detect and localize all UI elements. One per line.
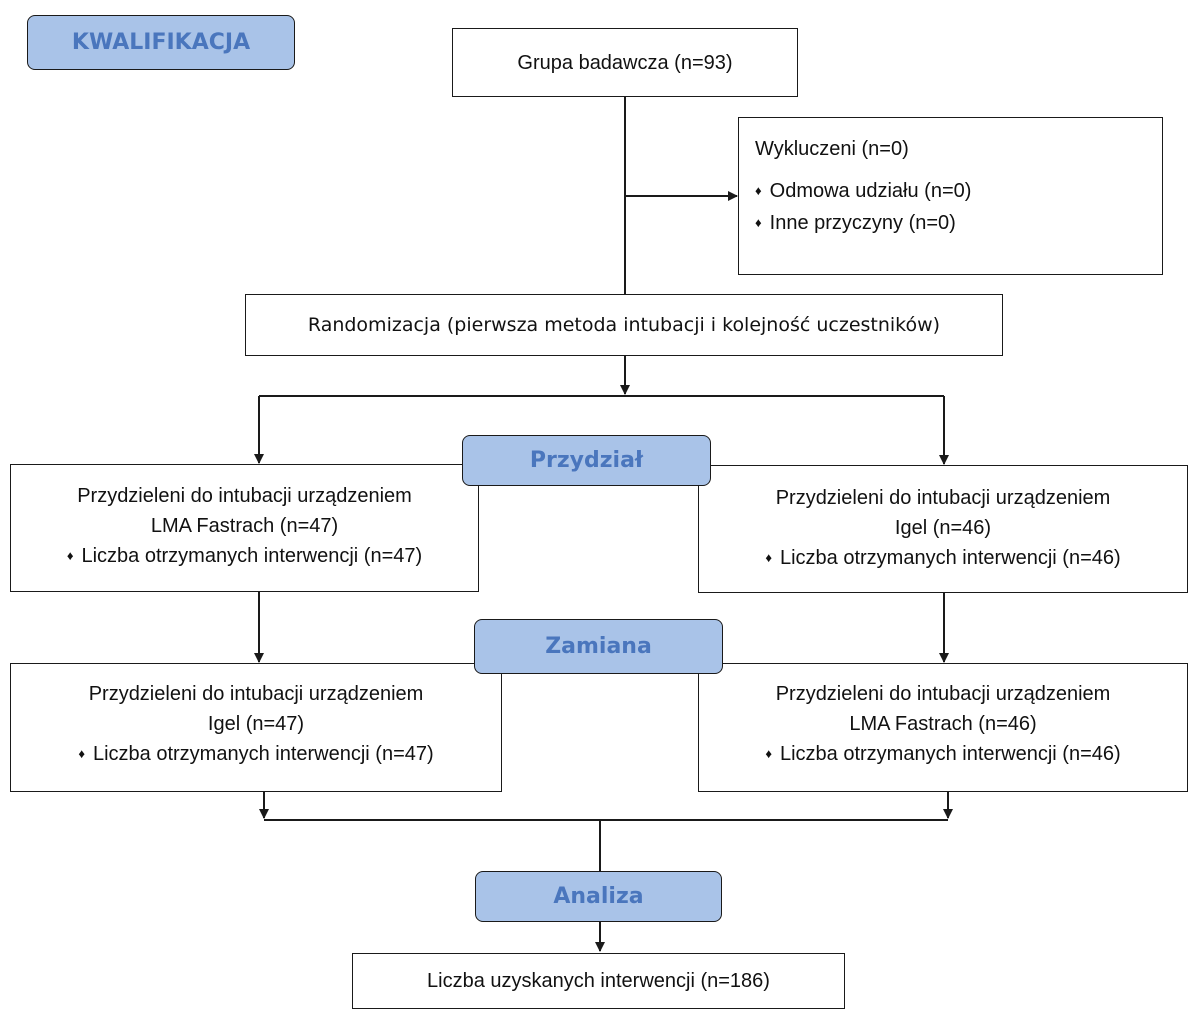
allocation-box-left: Przydzieleni do intubacji urządzeniem LM… xyxy=(10,464,479,592)
stage-label-allocation: Przydział xyxy=(462,435,711,486)
allocation-box-right: Przydzieleni do intubacji urządzeniem Ig… xyxy=(698,465,1188,593)
crossover-box-right: Przydzieleni do intubacji urządzeniem LM… xyxy=(698,663,1188,792)
crossover-right-bullet: Liczba otrzymanych interwencji (n=46) xyxy=(699,739,1187,771)
allocation-right-line2: Igel (n=46) xyxy=(894,517,992,539)
excluded-item-refusal: Odmowa udziału (n=0) xyxy=(755,176,972,208)
stage-label-crossover: Zamiana xyxy=(474,619,723,674)
crossover-box-left: Przydzieleni do intubacji urządzeniem Ig… xyxy=(10,663,502,792)
allocation-right-line1: Przydzieleni do intubacji urządzeniem xyxy=(775,487,1111,509)
stage-label-qualification: KWALIFIKACJA xyxy=(27,15,295,70)
crossover-right-line1: Przydzieleni do intubacji urządzeniem xyxy=(775,683,1111,705)
allocation-right-bullet: Liczba otrzymanych interwencji (n=46) xyxy=(699,543,1187,575)
study-group-box: Grupa badawcza (n=93) xyxy=(452,28,798,97)
excluded-box: Wykluczeni (n=0) Odmowa udziału (n=0) In… xyxy=(738,117,1163,275)
crossover-left-bullet: Liczba otrzymanych interwencji (n=47) xyxy=(11,739,501,771)
randomization-text: Randomizacja (pierwsza metoda intubacji … xyxy=(307,314,941,336)
study-group-text: Grupa badawcza (n=93) xyxy=(517,51,733,74)
crossover-left-line1: Przydzieleni do intubacji urządzeniem xyxy=(88,683,424,705)
crossover-left-line2: Igel (n=47) xyxy=(207,713,305,735)
stage-label-analysis: Analiza xyxy=(475,871,722,922)
allocation-left-line1: Przydzieleni do intubacji urządzeniem xyxy=(77,485,412,507)
allocation-left-bullet: Liczba otrzymanych interwencji (n=47) xyxy=(11,541,478,573)
result-box: Liczba uzyskanych interwencji (n=186) xyxy=(352,953,845,1009)
result-text: Liczba uzyskanych interwencji (n=186) xyxy=(427,970,770,992)
allocation-left-line2: LMA Fastrach (n=47) xyxy=(150,515,339,537)
excluded-item-other: Inne przyczyny (n=0) xyxy=(755,208,971,240)
randomization-box: Randomizacja (pierwsza metoda intubacji … xyxy=(245,294,1003,356)
crossover-right-line2: LMA Fastrach (n=46) xyxy=(849,713,1037,735)
excluded-title: Wykluczeni (n=0) xyxy=(755,138,909,160)
